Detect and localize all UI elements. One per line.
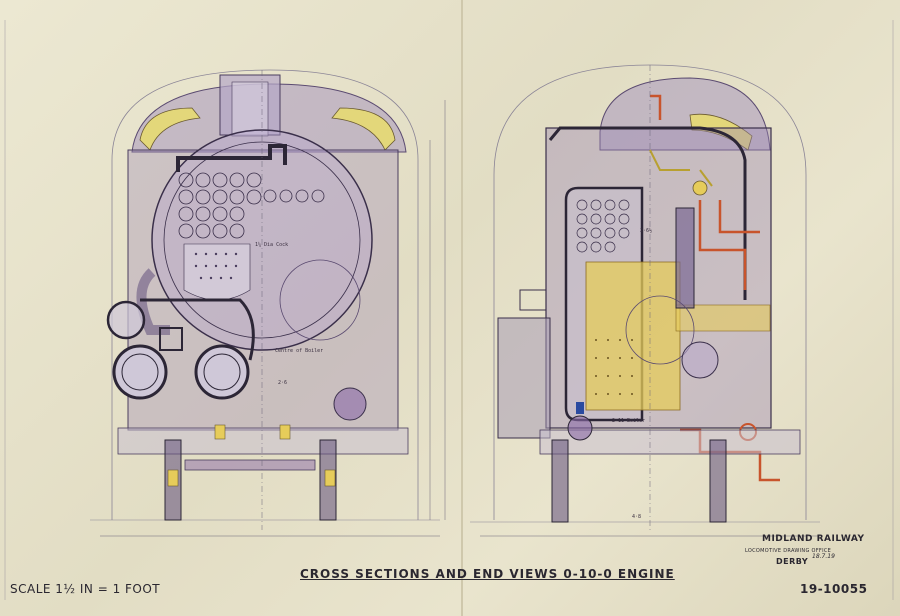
left-end-view: 1¼ Dia Cock Centre of Boiler 2·6: [90, 69, 446, 530]
company-name: MIDLAND RAILWAY: [762, 534, 865, 544]
svg-text:4·8: 4·8: [632, 514, 641, 520]
drawing-office: LOCOMOTIVE DRAWING OFFICE: [745, 548, 832, 554]
scale-label: SCALE 1½ IN = 1 FOOT: [10, 582, 161, 596]
svg-text:2·6½: 2·6½: [640, 227, 652, 234]
drawing-number: 19-10055: [800, 582, 868, 596]
svg-text:1¼ Dia Cock: 1¼ Dia Cock: [255, 242, 288, 248]
svg-text:2·6: 2·6: [278, 380, 287, 386]
svg-text:Centre of Boiler: Centre of Boiler: [275, 348, 323, 354]
place-name: DERBY: [776, 557, 809, 566]
svg-text:2·11 Boiler: 2·11 Boiler: [612, 418, 645, 424]
right-cross-section: 2·6½ 2·11 Boiler 4·8: [470, 64, 820, 530]
drawing-title: CROSS SECTIONS AND END VIEWS 0-10-0 ENGI…: [300, 567, 675, 581]
date-mark: 18.7.19: [812, 553, 835, 560]
